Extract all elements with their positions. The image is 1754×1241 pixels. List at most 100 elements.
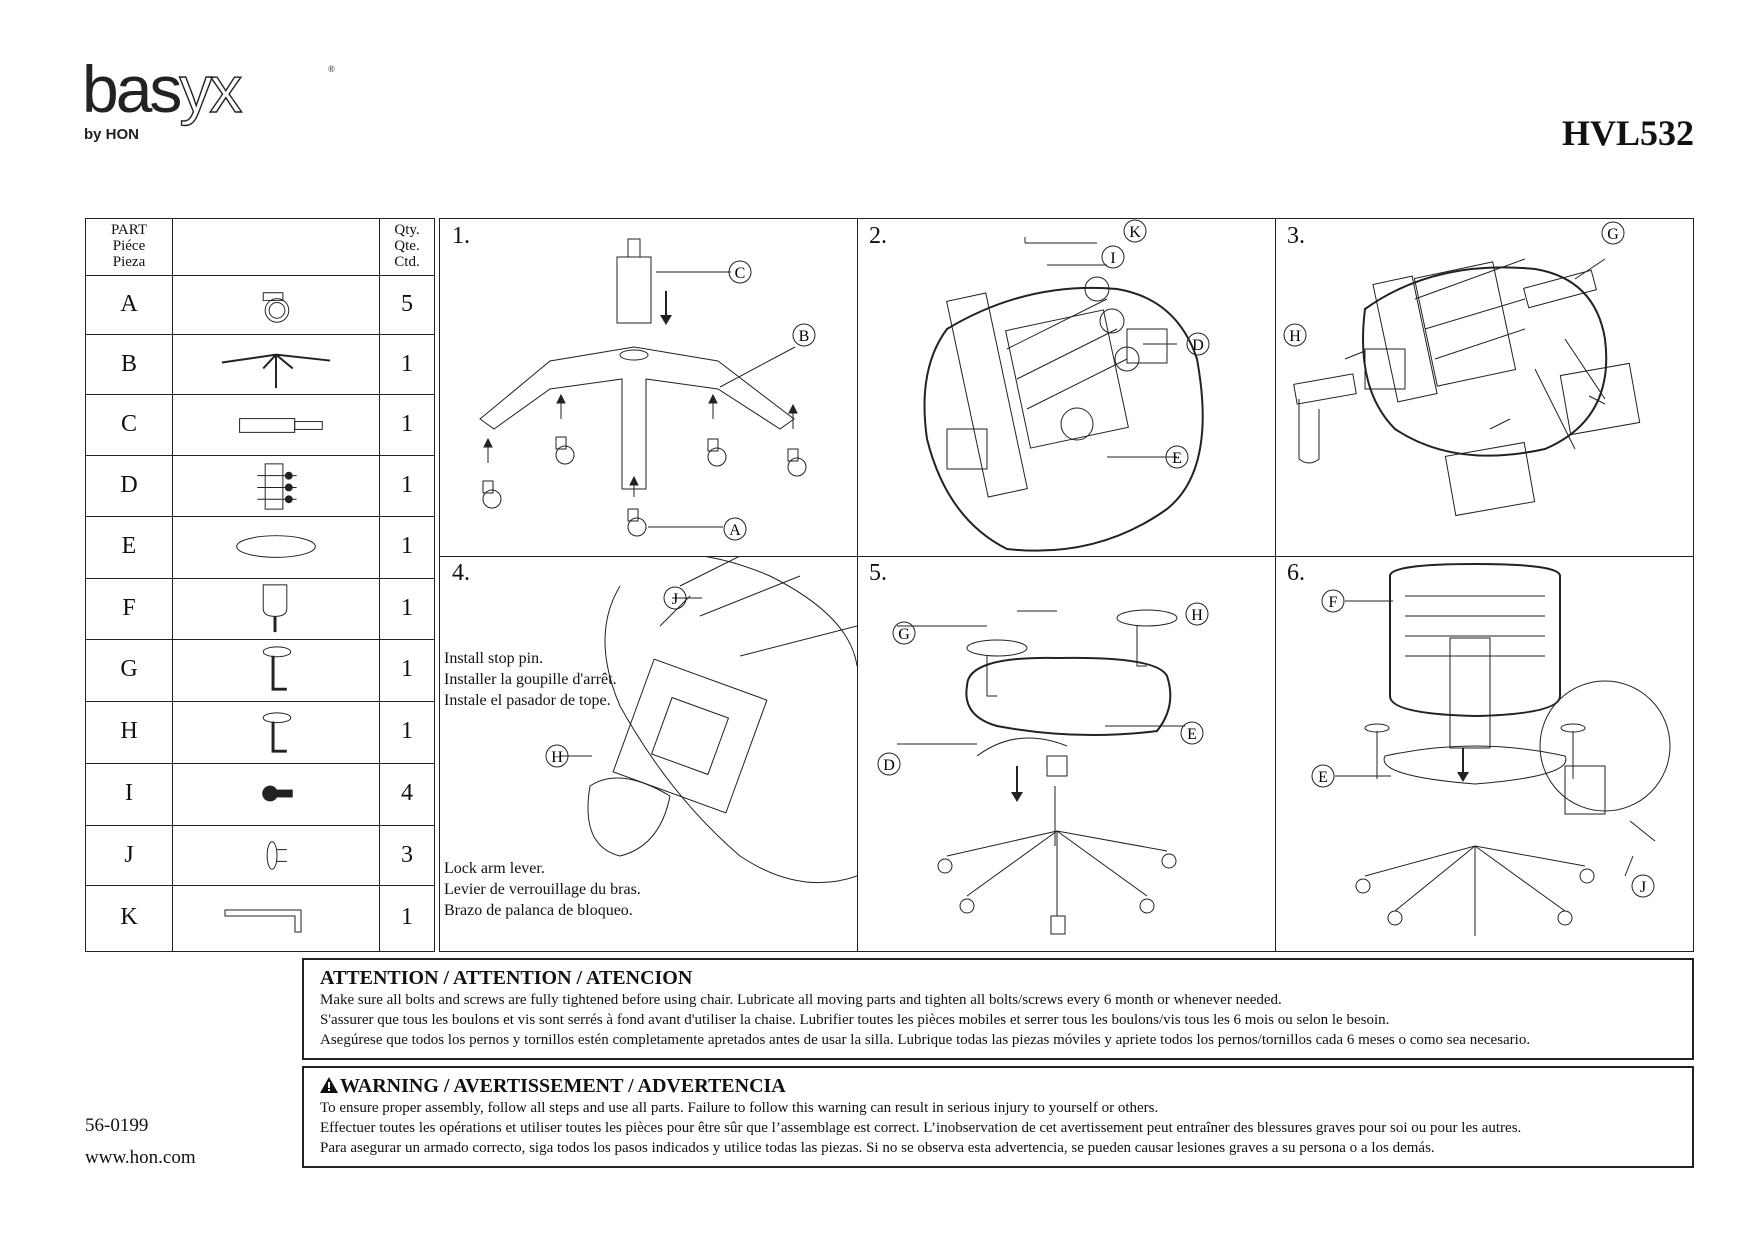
- seat-to-base-illustration: G H E D: [877, 602, 1209, 935]
- label-h: H: [551, 749, 563, 766]
- model-number: HVL532: [1561, 113, 1694, 153]
- warning-notice: WARNING / AVERTISSEMENT / ADVERTENCIA To…: [302, 1066, 1694, 1168]
- step-number: 2.: [869, 223, 887, 249]
- step-1: C B A 1.: [440, 219, 857, 556]
- part-letter: D: [120, 472, 138, 498]
- part-row: E 1: [86, 517, 434, 579]
- part-qty: 1: [401, 533, 413, 559]
- part-letter: C: [120, 411, 137, 437]
- label-g: G: [1607, 226, 1619, 243]
- attention-title: ATTENTION / ATTENTION / ATENCION: [320, 967, 693, 989]
- part-row: I 4: [86, 764, 434, 826]
- part-row: F 1: [86, 579, 434, 640]
- parts-table: PART Piéce Pieza Qty. Qte. Ctd. A 5 B 1 …: [85, 218, 435, 952]
- step-5: G H E D 5.: [857, 556, 1275, 951]
- step-3: G H 3.: [1275, 219, 1693, 556]
- warning-line-es: Para asegurar un armado correcto, siga t…: [320, 1140, 1435, 1156]
- part-qty: 1: [401, 904, 413, 930]
- step-number: 1.: [452, 223, 470, 249]
- website-url: www.hon.com: [85, 1147, 196, 1168]
- base-assembly-illustration: C B A: [479, 238, 816, 541]
- part-qty: 1: [401, 411, 413, 437]
- part-row: D 1: [86, 456, 434, 517]
- label-c: C: [735, 265, 746, 282]
- caster-icon: [173, 275, 379, 334]
- parts-table-header: PART Piéce Pieza Qty. Qte. Ctd.: [86, 219, 434, 276]
- attention-line-es: Asegúrese que todos los pernos y tornill…: [320, 1032, 1531, 1048]
- stop-pin-icon: [173, 826, 379, 885]
- label-j: J: [1640, 879, 1646, 896]
- lock-arm-caption: Lock arm lever. Levier de verrouillage d…: [444, 860, 641, 919]
- part-row: A 5: [86, 275, 434, 335]
- part-letter: A: [120, 291, 138, 317]
- seat-icon: [173, 517, 379, 578]
- part-row: B 1: [86, 335, 434, 395]
- part-qty: 1: [401, 656, 413, 682]
- attention-line-en: Make sure all bolts and screws are fully…: [320, 992, 1282, 1008]
- part-qty: 1: [401, 718, 413, 744]
- part-letter: I: [125, 780, 133, 806]
- label-e: E: [1172, 450, 1182, 467]
- part-qty: 5: [401, 291, 413, 317]
- step-6: F E J 6.: [1275, 556, 1693, 951]
- step-number: 6.: [1287, 560, 1305, 586]
- label-k: K: [1129, 224, 1141, 241]
- label-h: H: [1191, 607, 1203, 624]
- label-g: G: [898, 626, 910, 643]
- part-header: PART Piéce Pieza: [110, 222, 148, 270]
- label-j: J: [672, 591, 678, 608]
- stop-pin-lock-illustration: J H: [545, 556, 857, 884]
- part-row: K 1: [86, 886, 434, 951]
- part-row: C 1: [86, 395, 434, 456]
- label-d: D: [883, 757, 895, 774]
- gas-cylinder-icon: [173, 395, 379, 455]
- brand-byline: by HON: [84, 126, 140, 143]
- brand-logo: basyx ® by HON: [82, 55, 335, 150]
- warning-triangle-icon: [320, 1077, 338, 1093]
- label-b: B: [799, 328, 810, 345]
- step-2: K I D E 2.: [857, 219, 1275, 556]
- part-qty: 1: [401, 351, 413, 377]
- warning-line-en: To ensure proper assembly, follow all st…: [320, 1100, 1159, 1116]
- part-letter: G: [120, 656, 138, 682]
- part-qty: 1: [401, 595, 413, 621]
- label-e: E: [1187, 726, 1197, 743]
- back-icon: [173, 579, 379, 639]
- label-i: I: [1110, 250, 1115, 267]
- label-h: H: [1289, 328, 1301, 345]
- step-number: 3.: [1287, 223, 1305, 249]
- allen-key-icon: [173, 886, 379, 951]
- label-e: E: [1318, 769, 1328, 786]
- part-row: G 1: [86, 640, 434, 702]
- arms-to-mechanism-illustration: G H: [1283, 221, 1641, 517]
- part-row: J 3: [86, 826, 434, 886]
- mechanism-icon: [173, 456, 379, 516]
- part-letter: K: [120, 904, 138, 930]
- step-number: 4.: [452, 560, 470, 586]
- assembly-steps: C B A 1.: [439, 218, 1694, 952]
- part-letter: J: [124, 842, 134, 868]
- part-qty: 3: [401, 842, 413, 868]
- mechanism-to-seat-illustration: K I D E: [923, 219, 1210, 552]
- part-qty: 4: [401, 780, 413, 806]
- base-icon: [173, 335, 379, 394]
- part-row: H 1: [86, 702, 434, 764]
- back-to-seat-illustration: F E J: [1311, 562, 1671, 936]
- label-d: D: [1192, 337, 1204, 354]
- trademark-mark: ®: [328, 64, 335, 74]
- bolt-icon: [173, 764, 379, 825]
- document-number: 56-0199: [85, 1115, 149, 1136]
- right-arm-icon: [173, 702, 379, 763]
- part-qty: 1: [401, 472, 413, 498]
- qty-header: Qty. Qte. Ctd.: [394, 222, 420, 270]
- part-letter: H: [120, 718, 138, 744]
- part-letter: B: [120, 351, 137, 377]
- left-arm-icon: [173, 640, 379, 701]
- warning-title: WARNING / AVERTISSEMENT / ADVERTENCIA: [340, 1075, 786, 1097]
- warning-line-fr: Effectuer toutes les opérations et utili…: [320, 1120, 1522, 1136]
- stop-pin-caption: Install stop pin. Installer la goupille …: [444, 650, 617, 709]
- step-4: J H 4. Install stop pin. Installer la go…: [440, 556, 857, 951]
- part-letter: E: [121, 533, 137, 559]
- part-letter: F: [122, 595, 136, 621]
- label-a: A: [729, 522, 741, 539]
